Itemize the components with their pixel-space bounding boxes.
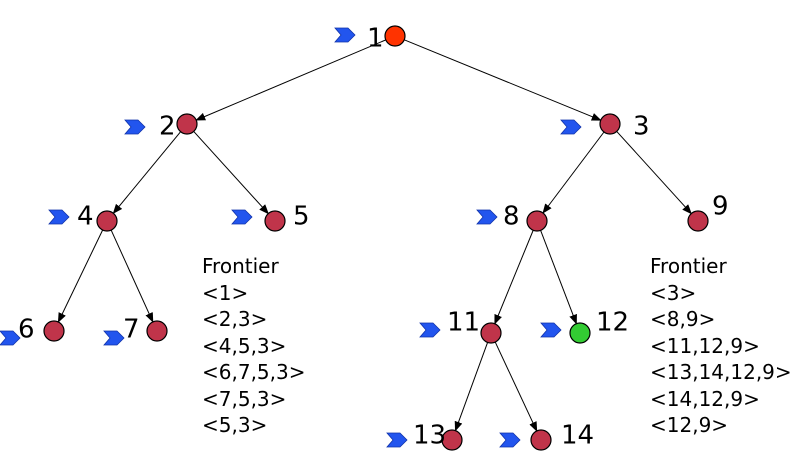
edge-4-7 [110, 229, 154, 323]
edge-1-3 [404, 39, 602, 121]
node-label-8: 8 [503, 202, 520, 232]
tree-node-7 [146, 320, 168, 342]
tree-node-8 [526, 210, 548, 232]
frontier-title: Frontier [202, 254, 279, 278]
markers-layer [0, 27, 582, 448]
visited-marker-icon [386, 432, 408, 448]
visited-marker-icon [48, 209, 70, 225]
frontier-item: <7,5,3> [202, 386, 287, 411]
frontier-list-right: Frontier <3> <8,9> <11,12,9> <13,14,12,9… [650, 253, 792, 439]
edge-2-5 [193, 131, 269, 215]
frontier-item: <13,14,12,9> [650, 360, 792, 384]
tree-node-12 [569, 322, 591, 344]
visited-marker-icon [499, 432, 521, 448]
edges-layer [57, 39, 692, 432]
frontier-title: Frontier [650, 254, 727, 278]
frontier-item: <1> [202, 280, 249, 305]
visited-marker-icon [124, 119, 146, 135]
node-label-9: 9 [712, 192, 729, 222]
tree-node-4 [96, 210, 118, 232]
node-label-12: 12 [596, 308, 629, 338]
node-label-14: 14 [561, 421, 594, 451]
frontier-list-left: Frontier <1> <2,3> <4,5,3> <6,7,5,3> <7,… [202, 253, 306, 439]
node-label-5: 5 [293, 202, 310, 232]
node-label-6: 6 [18, 315, 35, 345]
node-label-4: 4 [77, 202, 94, 232]
edge-2-4 [112, 131, 182, 215]
edge-4-6 [57, 229, 104, 323]
node-label-13: 13 [413, 421, 446, 451]
edge-1-2 [195, 39, 386, 121]
frontier-item: <5,3> [202, 413, 268, 437]
frontier-item: <12,9> [650, 413, 729, 437]
node-label-2: 2 [159, 112, 176, 142]
tree-node-5 [264, 210, 286, 232]
node-label-11: 11 [447, 308, 480, 338]
visited-marker-icon [0, 330, 21, 346]
node-label-1: 1 [367, 24, 384, 54]
frontier-item: <3> [650, 280, 697, 305]
tree-node-14 [530, 429, 552, 451]
visited-marker-icon [231, 209, 253, 225]
frontier-item: <2,3> [202, 307, 268, 331]
edge-8-12 [540, 230, 577, 325]
tree-node-9 [687, 210, 709, 232]
node-label-7: 7 [123, 315, 140, 345]
tree-node-2 [176, 113, 198, 135]
visited-marker-icon [103, 330, 125, 346]
frontier-item: <8,9> [650, 307, 716, 331]
tree-node-6 [43, 320, 65, 342]
visited-marker-icon [334, 27, 356, 43]
edge-11-13 [454, 342, 489, 432]
frontier-item: <6,7,5,3> [202, 360, 306, 384]
tree-node-13 [441, 429, 463, 451]
edge-3-9 [616, 131, 692, 215]
node-label-3: 3 [633, 112, 650, 142]
frontier-item: <14,12,9> [650, 386, 760, 411]
edge-8-11 [494, 230, 534, 325]
visited-marker-icon [476, 209, 498, 225]
tree-node-3 [599, 113, 621, 135]
edge-3-8 [542, 131, 605, 214]
tree-node-11 [480, 322, 502, 344]
visited-marker-icon [540, 322, 562, 338]
tree-node-1 [384, 25, 406, 47]
edge-11-14 [494, 341, 538, 432]
frontier-item: <11,12,9> [650, 333, 760, 358]
visited-marker-icon [560, 119, 582, 135]
visited-marker-icon [419, 322, 441, 338]
frontier-item: <4,5,3> [202, 333, 287, 358]
